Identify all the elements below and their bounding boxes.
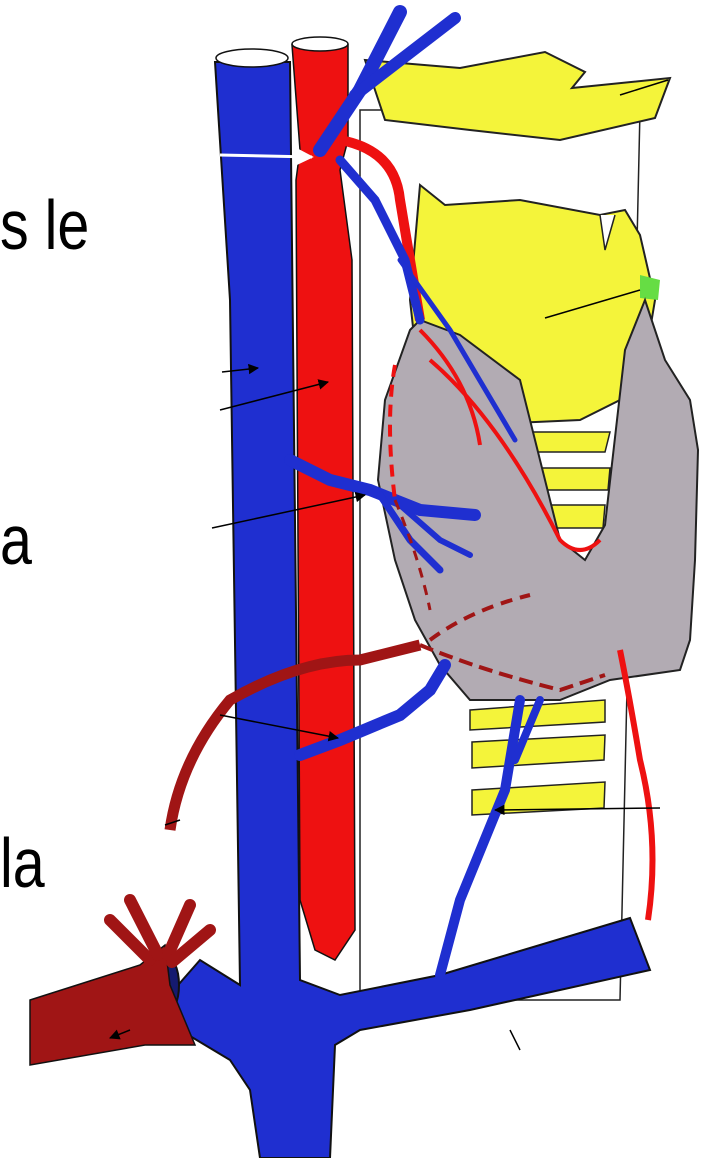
subclavian-branches (110, 900, 210, 962)
common-carotid-artery (292, 45, 355, 960)
pointer-white (220, 155, 312, 157)
cricothyroid-green (640, 275, 660, 300)
